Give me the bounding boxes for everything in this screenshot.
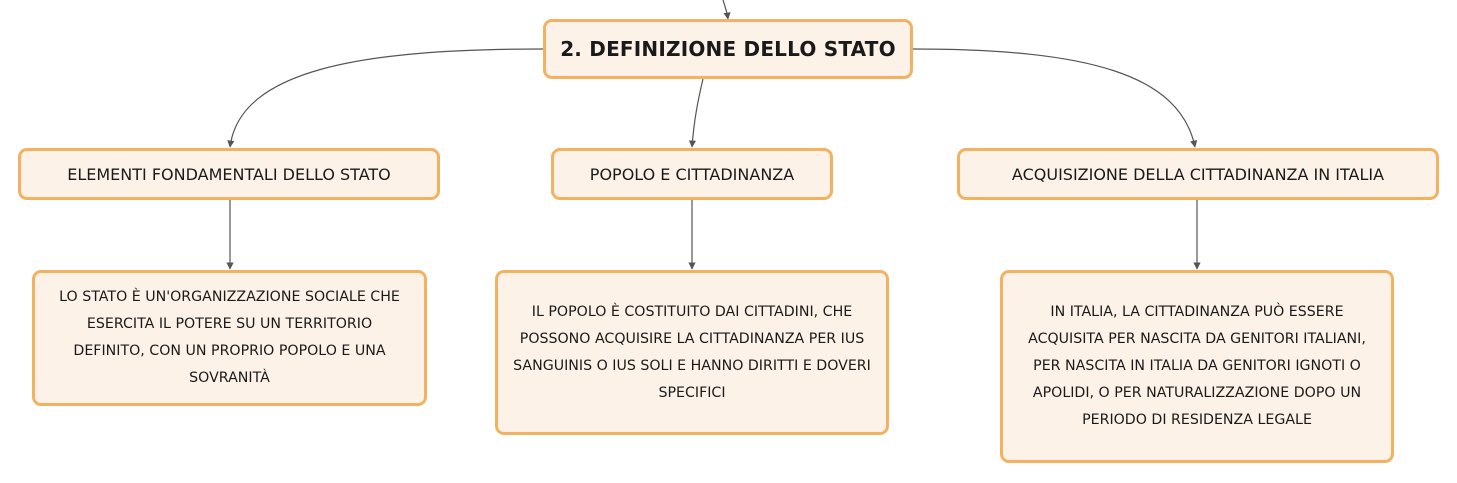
connector-root-to-branch-3 bbox=[912, 48, 1198, 148]
leaf-node-popolo-cittadinanza[interactable]: IL POPOLO È COSTITUITO DAI CITTADINI, CH… bbox=[495, 270, 889, 435]
root-node-label: 2. DEFINIZIONE DELLO STATO bbox=[560, 37, 896, 61]
branch-node-label: ELEMENTI FONDAMENTALI DELLO STATO bbox=[67, 164, 391, 184]
leaf-node-text: IN ITALIA, LA CITTADINANZA PUÒ ESSERE AC… bbox=[1028, 304, 1366, 428]
branch-node-acquisizione-cittadinanza[interactable]: ACQUISIZIONE DELLA CITTADINANZA IN ITALI… bbox=[957, 148, 1439, 200]
branch-node-popolo-cittadinanza[interactable]: POPOLO E CITTADINANZA bbox=[551, 148, 833, 200]
leaf-node-text: IL POPOLO È COSTITUITO DAI CITTADINI, CH… bbox=[513, 303, 871, 401]
connector-root-to-branch-1 bbox=[227, 48, 544, 148]
root-node[interactable]: 2. DEFINIZIONE DELLO STATO bbox=[543, 19, 913, 79]
branch-node-elementi-fondamentali[interactable]: ELEMENTI FONDAMENTALI DELLO STATO bbox=[18, 148, 440, 200]
leaf-node-text: LO STATO È UN'ORGANIZZAZIONE SOCIALE CHE… bbox=[59, 289, 400, 386]
branch-node-label: POPOLO E CITTADINANZA bbox=[589, 164, 795, 184]
connector-parent-to-root bbox=[722, 0, 731, 20]
leaf-node-elementi-fondamentali[interactable]: LO STATO È UN'ORGANIZZAZIONE SOCIALE CHE… bbox=[32, 270, 427, 406]
connector-root-to-branch-2 bbox=[688, 78, 704, 148]
leaf-node-acquisizione-cittadinanza[interactable]: IN ITALIA, LA CITTADINANZA PUÒ ESSERE AC… bbox=[1000, 270, 1394, 463]
branch-node-label: ACQUISIZIONE DELLA CITTADINANZA IN ITALI… bbox=[1011, 164, 1385, 184]
